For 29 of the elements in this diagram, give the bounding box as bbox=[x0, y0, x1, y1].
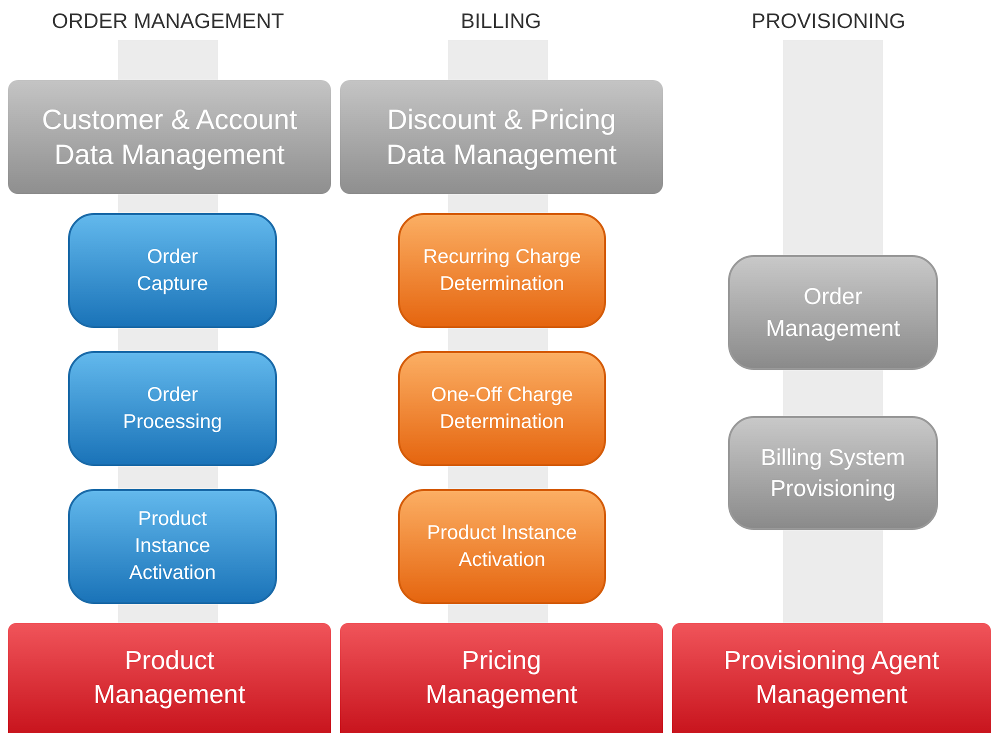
process-pill bbox=[68, 213, 277, 328]
management-box bbox=[672, 623, 991, 733]
column-heading: PROVISIONING bbox=[750, 10, 907, 34]
box-label: Recurring Charge Determination bbox=[422, 244, 582, 296]
management-box bbox=[340, 623, 663, 733]
process-pill bbox=[398, 351, 606, 466]
data-box bbox=[8, 80, 331, 194]
box-label: Pricing Management bbox=[424, 644, 578, 711]
box-label: Order Capture bbox=[136, 244, 210, 296]
column-heading: BILLING bbox=[460, 10, 542, 34]
box-label: Provisioning Agent Management bbox=[722, 644, 940, 711]
process-pill bbox=[68, 489, 277, 604]
box-label: Order Processing bbox=[122, 382, 223, 434]
data-box bbox=[340, 80, 663, 194]
process-pill bbox=[728, 255, 938, 370]
box-label: Order Management bbox=[764, 282, 902, 343]
process-pill bbox=[398, 489, 606, 604]
process-pill bbox=[398, 213, 606, 328]
column-heading: ORDER MANAGEMENT bbox=[50, 10, 286, 34]
process-pill bbox=[68, 351, 277, 466]
box-label: Customer & Account Data Management bbox=[40, 103, 298, 172]
box-label: Product Instance Activation bbox=[426, 520, 578, 572]
box-label: Billing System Provisioning bbox=[760, 442, 906, 503]
box-label: Product Instance Activation bbox=[128, 507, 217, 586]
process-pill bbox=[728, 416, 938, 530]
box-label: Discount & Pricing Data Management bbox=[385, 103, 618, 172]
box-label: One-Off Charge Determination bbox=[430, 382, 574, 434]
box-label: Product Management bbox=[92, 644, 246, 711]
management-box bbox=[8, 623, 331, 733]
